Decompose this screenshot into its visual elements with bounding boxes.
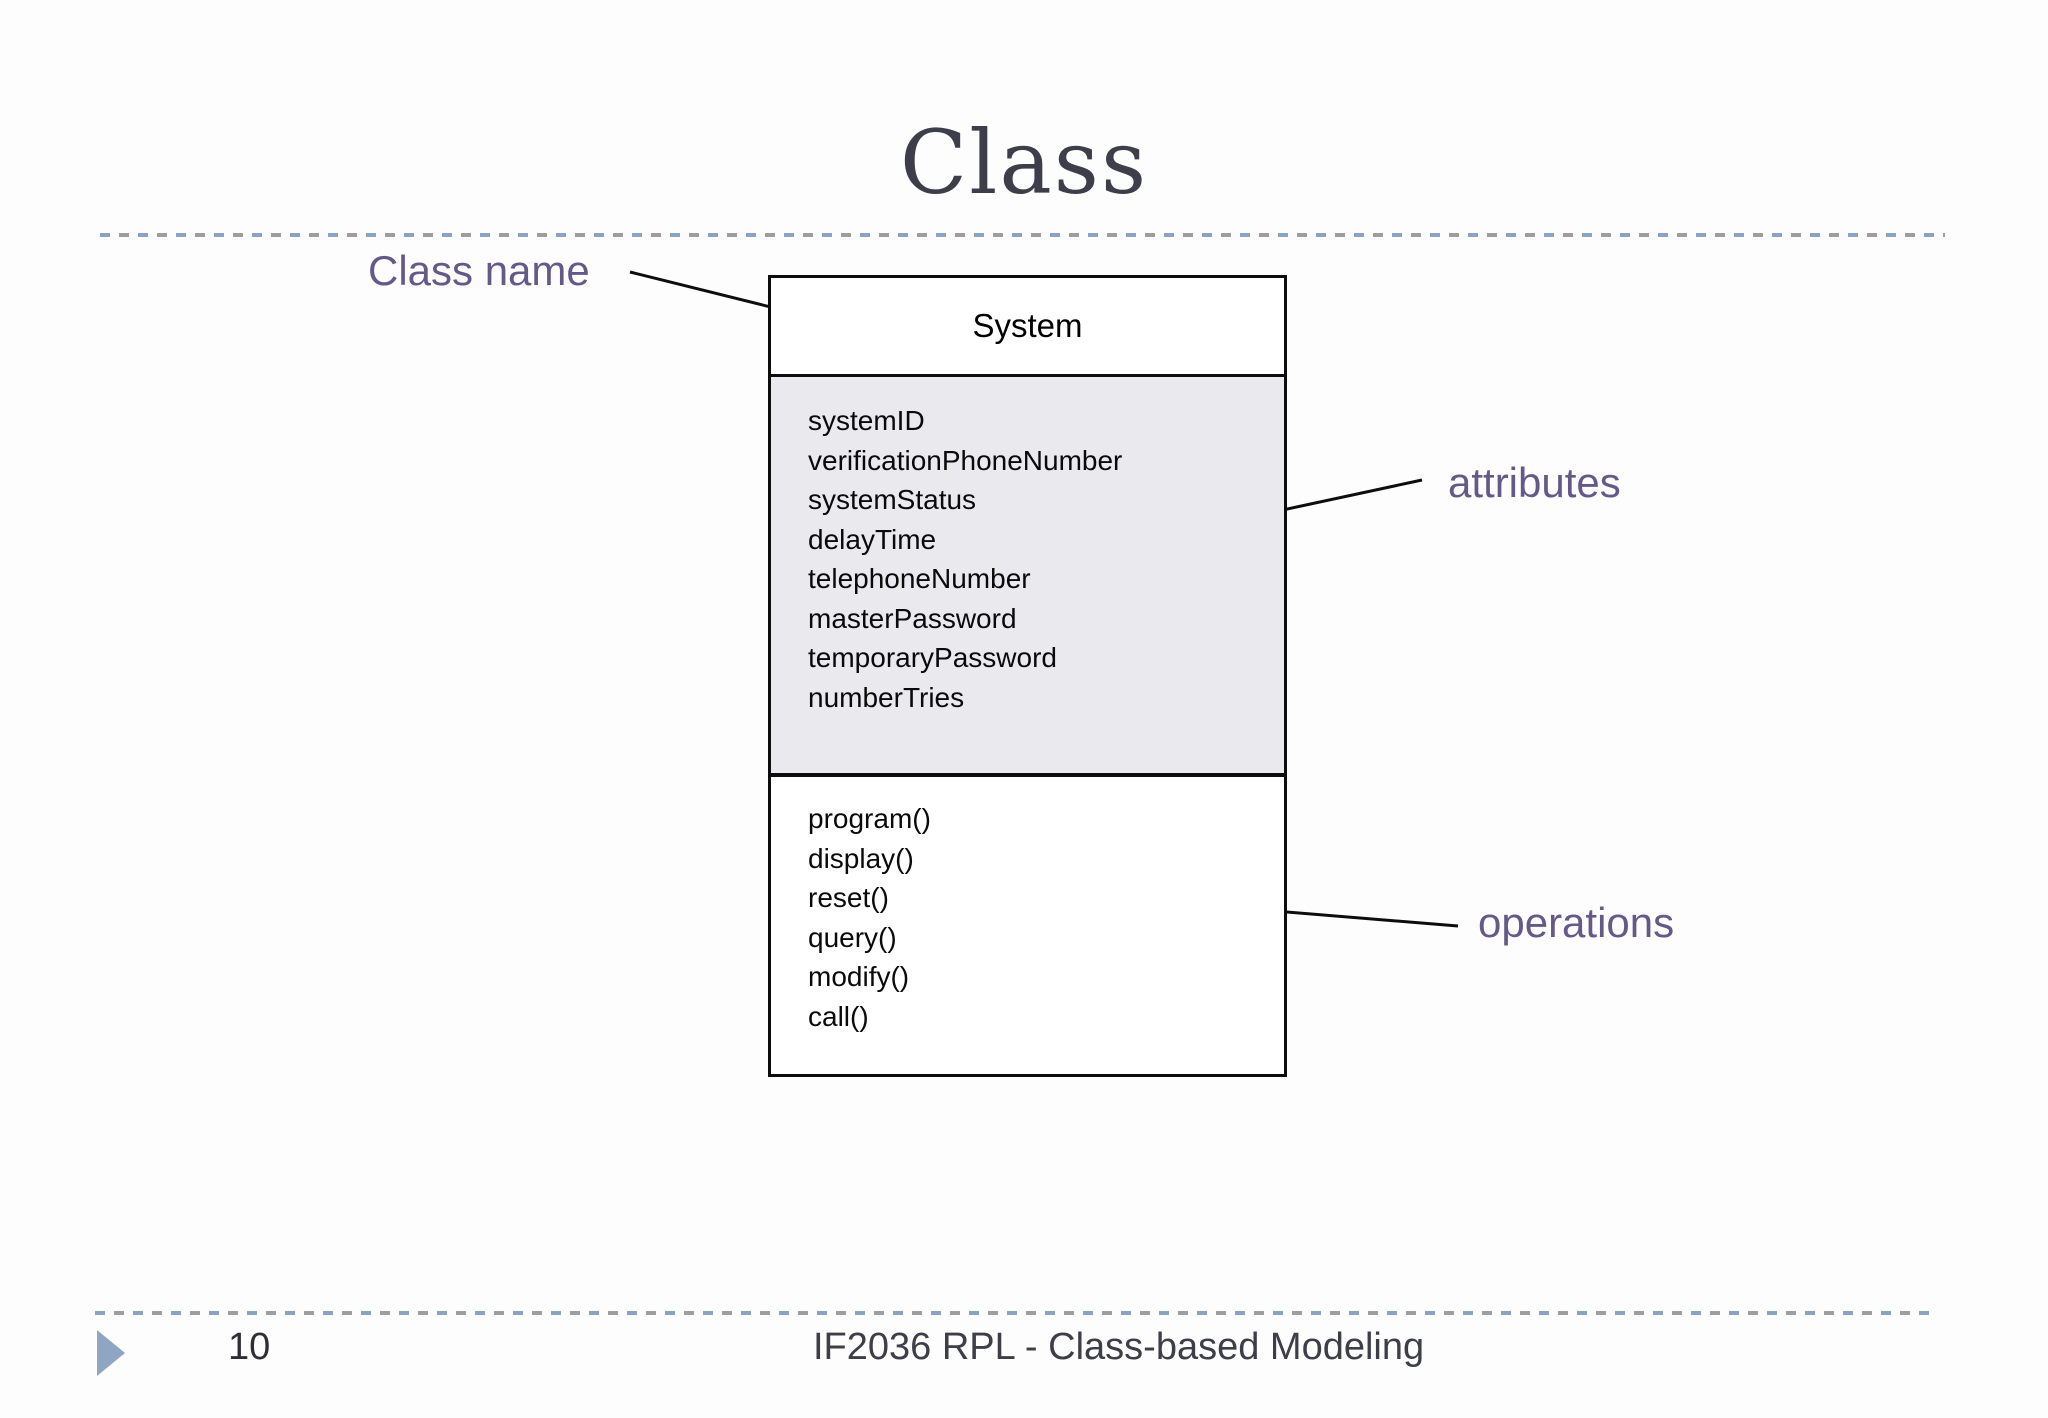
uml-attribute: systemStatus [808,484,977,515]
uml-operation: program() [808,803,931,834]
uml-operation: display() [808,842,914,874]
footer-divider [95,1311,1930,1315]
uml-attribute: numberTries [808,681,965,713]
footer-course-title: IF2036 RPL - Class-based Modeling [813,1326,1425,1368]
footer-arrow-icon [97,1330,125,1376]
uml-operation: modify() [808,961,910,992]
uml-attribute: telephoneNumber [808,563,1031,594]
attributes-label: attributes [1448,459,1621,506]
operations-label: operations [1478,899,1675,946]
uml-attribute: delayTime [808,523,937,555]
slide-title: Class [899,111,1149,214]
uml-operation: call() [808,1000,869,1032]
uml-attributes-compartment: systemID verificationPhoneNumber systemSta… [771,374,1284,773]
uml-operation: query() [808,921,897,953]
page-number: 10 [228,1326,271,1368]
uml-attribute: systemID [808,405,925,436]
title-divider [100,233,1945,237]
uml-class-name: System [771,278,1284,374]
uml-attribute: temporaryPassword [808,642,1057,673]
uml-attribute: verificationPhoneNumber [808,444,1123,476]
uml-operations-compartment: program() display() reset() query() modify()… [771,773,1284,1074]
uml-operation: reset() [808,882,889,913]
uml-attribute: masterPassword [808,602,1017,634]
class-name-label: Class name [368,247,590,294]
